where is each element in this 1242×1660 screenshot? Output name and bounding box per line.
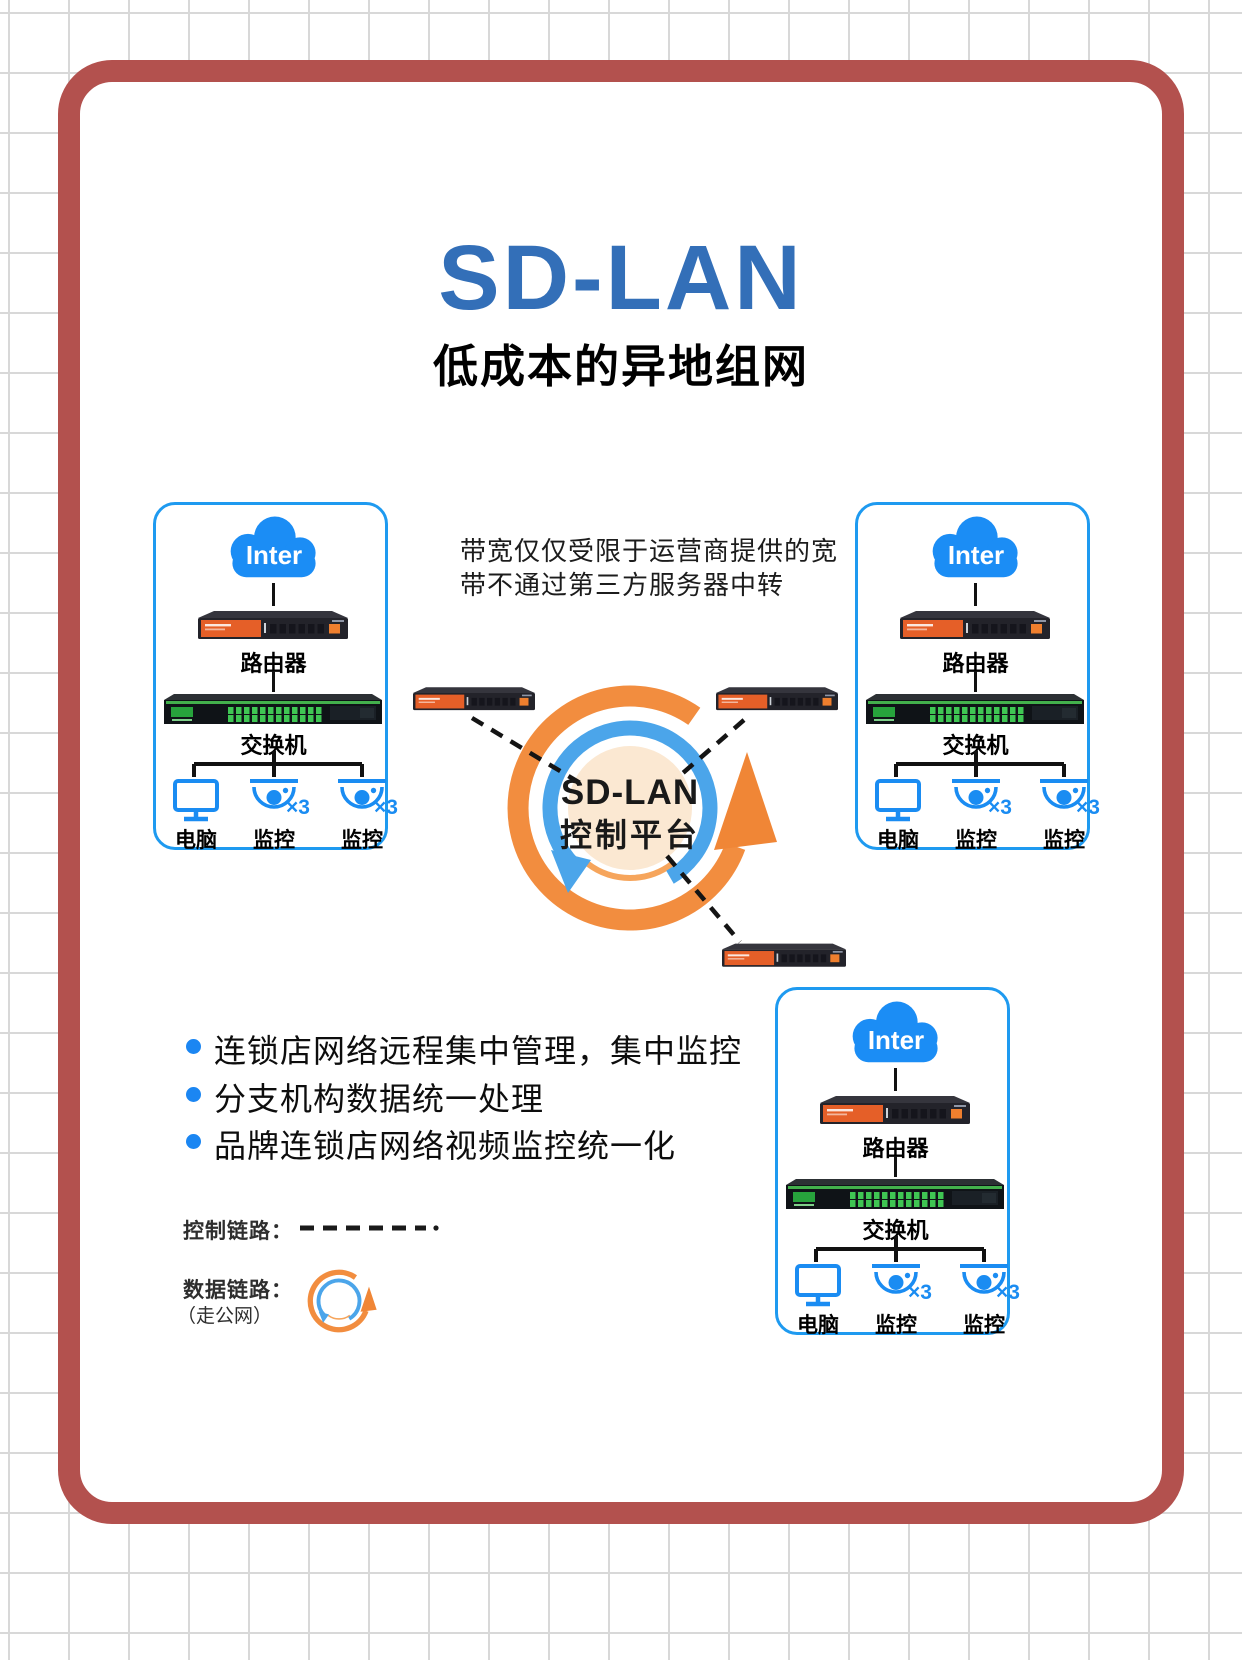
router-image [413, 684, 535, 715]
site-diagram: Inter 路由器 交换机 ×3 ×3 电脑 监控 监控 [778, 990, 1020, 1337]
camera-label: 监控 [1043, 829, 1085, 852]
bullet-dot-icon [186, 1134, 201, 1149]
camera-count: ×3 [286, 796, 310, 819]
bullet-dot-icon [186, 1087, 201, 1102]
site-box-left: Inter 路由器 交换机 ×3 ×3 电脑 监控 监控 [153, 502, 398, 852]
camera-label: 监控 [341, 829, 383, 852]
cloud-label: Inter [947, 540, 1005, 570]
camera-label: 监控 [955, 829, 997, 852]
computer-label: 电脑 [797, 1314, 839, 1337]
camera-label: 监控 [875, 1314, 917, 1337]
cloud-label: Inter [867, 1025, 925, 1055]
branch-connector [192, 751, 364, 777]
cloud-label: Inter [245, 540, 303, 570]
camera-count: ×3 [374, 796, 398, 819]
computer-icon [874, 778, 922, 824]
connector-line [272, 583, 275, 606]
router-image [900, 607, 1050, 645]
router-image [198, 607, 348, 645]
camera-count: ×3 [908, 1281, 932, 1304]
connector-line [272, 671, 275, 692]
camera-count: ×3 [1076, 796, 1100, 819]
data-link-note: （走公网） [177, 1306, 273, 1327]
connector-line [974, 671, 977, 692]
site-diagram: Inter 路由器 交换机 ×3 ×3 电脑 监控 监控 [858, 505, 1100, 852]
data-link-cycle-graphic [470, 648, 790, 968]
bullet-text: 品牌连锁店网络视频监控统一化 [214, 1128, 677, 1164]
data-link-cycle-icon [298, 1260, 380, 1342]
camera-count: ×3 [996, 1281, 1020, 1304]
note-line-2: 带不通过第三方服务器中转 [460, 570, 785, 600]
bullet-text: 分支机构数据统一处理 [214, 1081, 545, 1117]
camera-label: 监控 [253, 829, 295, 852]
page-title: SD-LAN [438, 227, 804, 329]
bullet-dot-icon [186, 1039, 201, 1054]
branch-connector [814, 1236, 986, 1262]
bullet-item: 连锁店网络远程集中管理，集中监控 [186, 1026, 742, 1072]
internet-cloud-icon: Inter [924, 513, 1028, 579]
computer-label: 电脑 [877, 829, 919, 852]
site-box-bottom: Inter 路由器 交换机 ×3 ×3 电脑 监控 监控 [775, 987, 1020, 1337]
bullet-text: 连锁店网络远程集中管理，集中监控 [214, 1033, 743, 1069]
router-image [722, 940, 846, 972]
site-box-right: Inter 路由器 交换机 ×3 ×3 电脑 监控 监控 [855, 502, 1100, 852]
page-subtitle: 低成本的异地组网 [432, 341, 809, 392]
camera-count: ×3 [988, 796, 1012, 819]
bullet-item: 分支机构数据统一处理 [186, 1074, 544, 1120]
bandwidth-note: 带宽仅仅受限于运营商提供的宽 带不通过第三方服务器中转 [460, 534, 840, 602]
router-image [820, 1092, 970, 1130]
connector-line [974, 583, 977, 606]
note-line-1: 带宽仅仅受限于运营商提供的宽 [460, 536, 839, 566]
platform-title: SD-LAN [560, 773, 700, 812]
bullet-item: 品牌连锁店网络视频监控统一化 [186, 1121, 676, 1167]
router-image [716, 684, 838, 715]
platform-subtitle: 控制平台 [559, 817, 700, 853]
switch-image [164, 693, 382, 727]
connector-line [894, 1156, 897, 1177]
internet-cloud-icon: Inter [844, 998, 948, 1064]
computer-icon [172, 778, 220, 824]
switch-image [786, 1178, 1004, 1212]
internet-cloud-icon: Inter [222, 513, 326, 579]
control-link-label: 控制链路： [183, 1220, 293, 1243]
control-link-sample-line [300, 1225, 439, 1231]
site-diagram: Inter 路由器 交换机 ×3 ×3 电脑 监控 监控 [156, 505, 398, 852]
computer-label: 电脑 [175, 829, 217, 852]
branch-connector [894, 751, 1066, 777]
computer-icon [794, 1263, 842, 1309]
camera-label: 监控 [963, 1314, 1005, 1337]
data-link-label: 数据链路： [183, 1279, 293, 1302]
connector-line [894, 1068, 897, 1091]
switch-image [866, 693, 1084, 727]
